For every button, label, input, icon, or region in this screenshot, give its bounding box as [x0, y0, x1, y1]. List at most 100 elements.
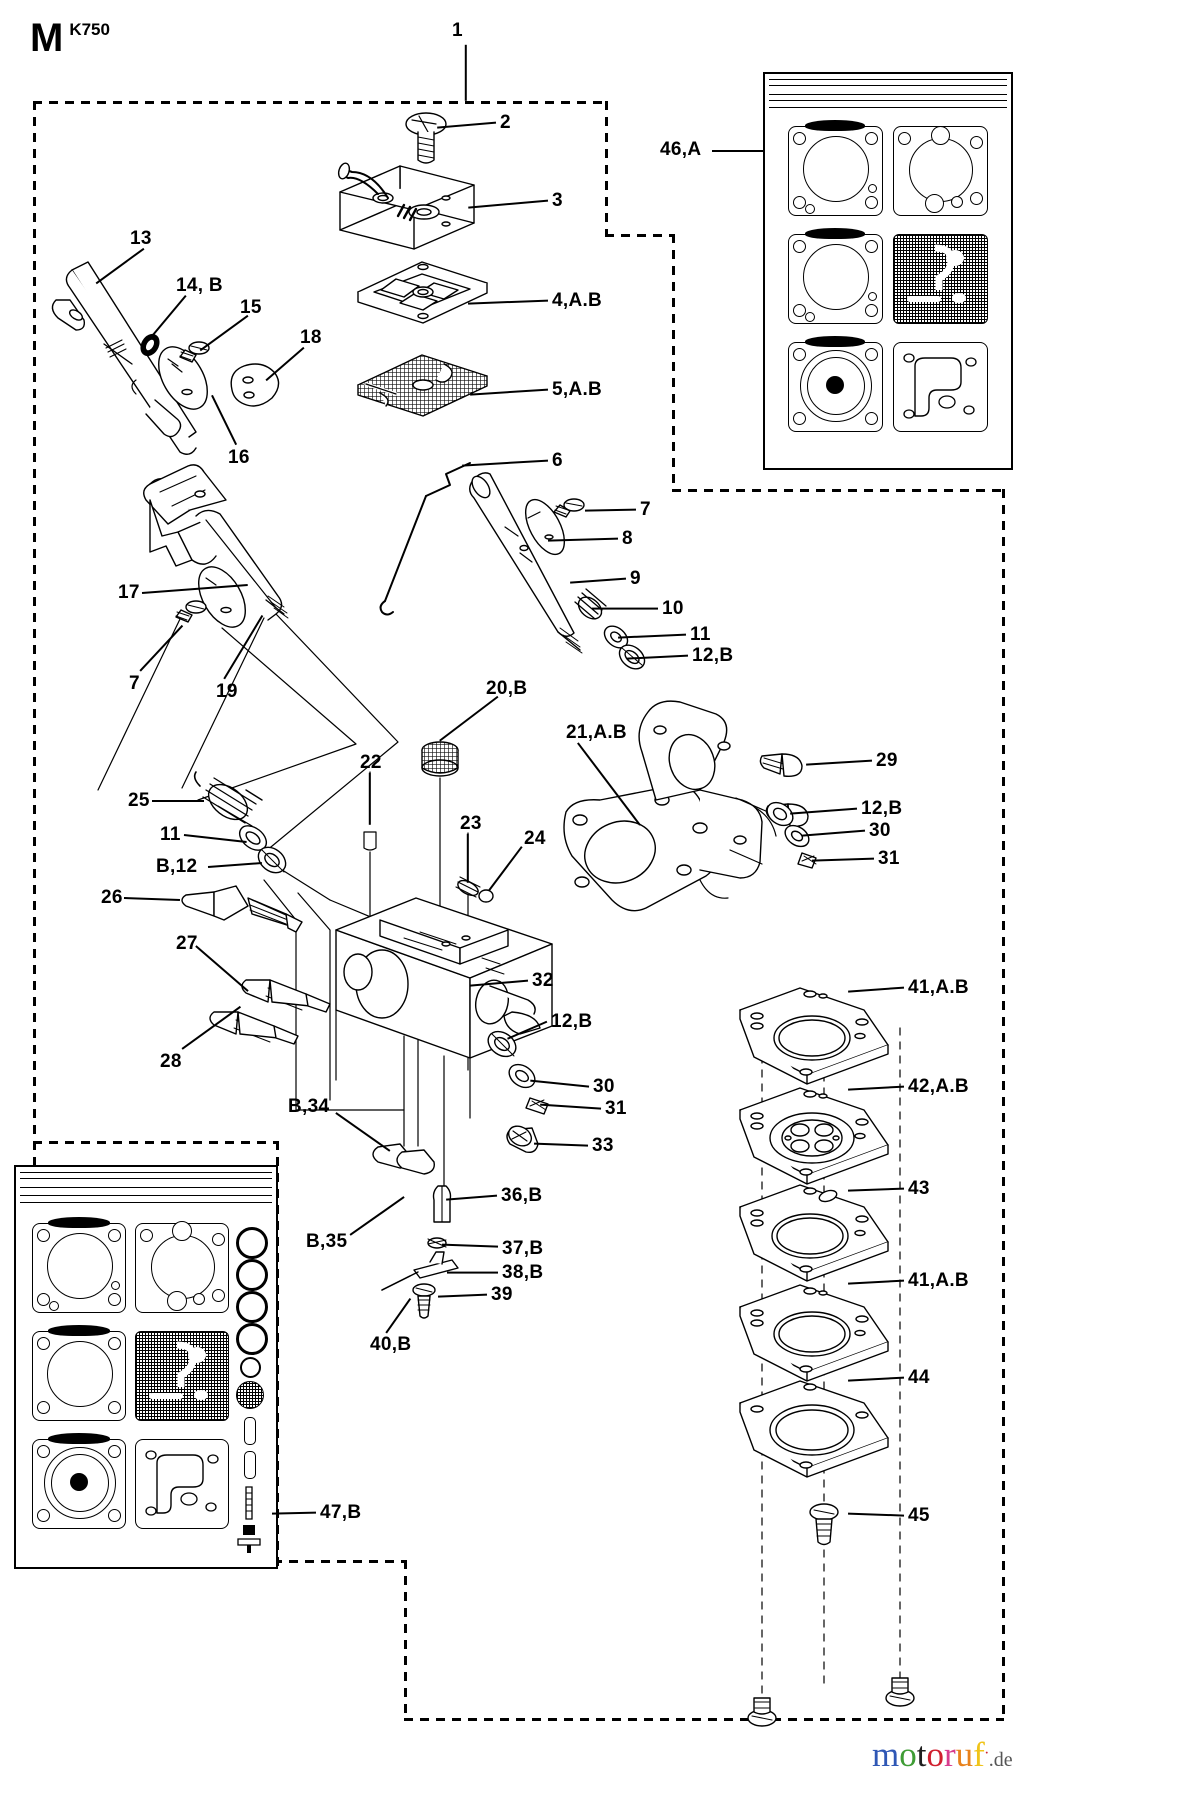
- part-callout-1[interactable]: 1: [452, 20, 463, 41]
- part-42-diaphragm: [740, 1088, 888, 1184]
- part-29-screw-b: [730, 754, 802, 864]
- part-callout-32[interactable]: 32: [532, 970, 554, 991]
- part-callout-41AB[interactable]: 41,A.B: [908, 1270, 969, 1291]
- leader-line-22: [369, 772, 371, 825]
- part-callout-31[interactable]: 31: [878, 848, 900, 869]
- part-callout-40B[interactable]: 40,B: [370, 1334, 412, 1355]
- part-30b-washer: [505, 1060, 539, 1092]
- part-callout-13[interactable]: 13: [130, 228, 152, 249]
- part-33-plug: [505, 1122, 538, 1152]
- part-36-needle: [434, 1186, 451, 1222]
- part-13-choke-shaft: [52, 262, 196, 454]
- part-callout-6[interactable]: 6: [552, 450, 563, 471]
- leader-line-1: [465, 44, 467, 101]
- leader-line-23: [467, 833, 469, 883]
- part-callout-B35[interactable]: B,35: [306, 1231, 348, 1252]
- part-45-screw-c: [886, 1678, 914, 1706]
- part-callout-43[interactable]: 43: [908, 1178, 930, 1199]
- kit-46-gasket-bag: [763, 72, 1013, 470]
- part-31b-clip: [526, 1098, 548, 1114]
- part-11b-washer: [235, 821, 271, 855]
- part-28-screw: [210, 1012, 298, 1044]
- part-callout-10[interactable]: 10: [662, 598, 684, 619]
- part-callout-41AB[interactable]: 41,A.B: [908, 977, 969, 998]
- part-43-gasket: [740, 1185, 888, 1281]
- page-header: M K750: [30, 18, 110, 58]
- part-callout-12B[interactable]: 12,B: [551, 1011, 593, 1032]
- part-callout-37B[interactable]: 37,B: [502, 1238, 544, 1259]
- part-callout-8[interactable]: 8: [622, 528, 633, 549]
- part-callout-12B[interactable]: 12,B: [861, 798, 903, 819]
- leader-line-25: [152, 800, 204, 802]
- part-callout-7[interactable]: 7: [640, 499, 651, 520]
- part-39-screw: [413, 1284, 435, 1318]
- part-7b-screw: [176, 601, 206, 622]
- part-callout-26[interactable]: 26: [101, 887, 123, 908]
- part-callout-4AB[interactable]: 4,A.B: [552, 290, 603, 311]
- part-37-spring: [428, 1238, 446, 1248]
- part-24-spring: [455, 877, 493, 902]
- part-45-screw-a: [810, 1504, 838, 1545]
- leader-line-10: [592, 608, 658, 610]
- part-7-screw-upper: [554, 499, 584, 517]
- kit-47-gasket-bag: [14, 1165, 278, 1569]
- part-callout-11[interactable]: 11: [160, 824, 181, 845]
- kit46-mesh-shape-1: [907, 244, 966, 303]
- part-callout-15[interactable]: 15: [240, 297, 262, 318]
- part-callout-29[interactable]: 29: [876, 750, 898, 771]
- part-callout-45[interactable]: 45: [908, 1505, 930, 1526]
- part-callout-44[interactable]: 44: [908, 1367, 930, 1388]
- section-letter: M: [30, 16, 64, 60]
- part-callout-7[interactable]: 7: [129, 673, 140, 694]
- part-callout-5AB[interactable]: 5,A.B: [552, 379, 603, 400]
- part-callout-14B[interactable]: 14, B: [176, 275, 223, 296]
- kit46-gasket-5-shape: [903, 353, 977, 419]
- part-callout-47B[interactable]: 47,B: [320, 1502, 362, 1523]
- part-callout-31[interactable]: 31: [605, 1098, 627, 1119]
- part-26-needle-valve: [182, 886, 302, 932]
- part-callout-42AB[interactable]: 42,A.B: [908, 1076, 969, 1097]
- part-38-lever: [382, 1252, 458, 1290]
- part-callout-25[interactable]: 25: [128, 790, 150, 811]
- part-callout-24[interactable]: 24: [524, 828, 546, 849]
- part-12b-seal: [253, 842, 290, 878]
- part-callout-16[interactable]: 16: [228, 447, 250, 468]
- part-callout-11[interactable]: 11: [690, 624, 711, 645]
- part-callout-9[interactable]: 9: [630, 568, 641, 589]
- part-callout-17[interactable]: 17: [118, 582, 140, 603]
- part-callout-19[interactable]: 19: [216, 681, 238, 702]
- part-callout-B34[interactable]: B,34: [288, 1096, 330, 1117]
- part-callout-21AB[interactable]: 21,A.B: [566, 722, 627, 743]
- part-callout-B12[interactable]: B,12: [156, 856, 198, 877]
- part-callout-20B[interactable]: 20,B: [486, 678, 528, 699]
- site-watermark: motoruf..de: [872, 1735, 1013, 1774]
- part-25-spring: [195, 772, 262, 827]
- part-callout-2[interactable]: 2: [500, 112, 511, 133]
- part-callout-18[interactable]: 18: [300, 327, 322, 348]
- part-6-wire-link: [381, 463, 470, 615]
- part-callout-46A[interactable]: 46,A: [660, 139, 702, 160]
- part-callout-38B[interactable]: 38,B: [502, 1262, 544, 1283]
- part-3-cover: [337, 162, 474, 249]
- part-callout-22[interactable]: 22: [360, 752, 382, 773]
- part-callout-27[interactable]: 27: [176, 933, 198, 954]
- part-10-spring: [574, 589, 606, 623]
- part-callout-36B[interactable]: 36,B: [501, 1185, 543, 1206]
- part-callout-33[interactable]: 33: [592, 1135, 614, 1156]
- model-name: K750: [69, 20, 110, 39]
- part-callout-30[interactable]: 30: [593, 1076, 615, 1097]
- part-callout-23[interactable]: 23: [460, 813, 482, 834]
- part-callout-28[interactable]: 28: [160, 1051, 182, 1072]
- part-5-diaphragm: [358, 355, 487, 416]
- part-callout-12B[interactable]: 12,B: [692, 645, 734, 666]
- part-41b-gasket: [740, 1285, 888, 1381]
- part-4-gasket: [358, 262, 487, 323]
- part-20-mesh-filter: [422, 742, 458, 776]
- part-callout-30[interactable]: 30: [869, 820, 891, 841]
- part-12c-seal: [763, 798, 797, 830]
- part-2-screw: [406, 113, 446, 163]
- part-11-washer-upper: [600, 622, 631, 653]
- part-callout-3[interactable]: 3: [552, 190, 563, 211]
- part-callout-39[interactable]: 39: [491, 1284, 513, 1305]
